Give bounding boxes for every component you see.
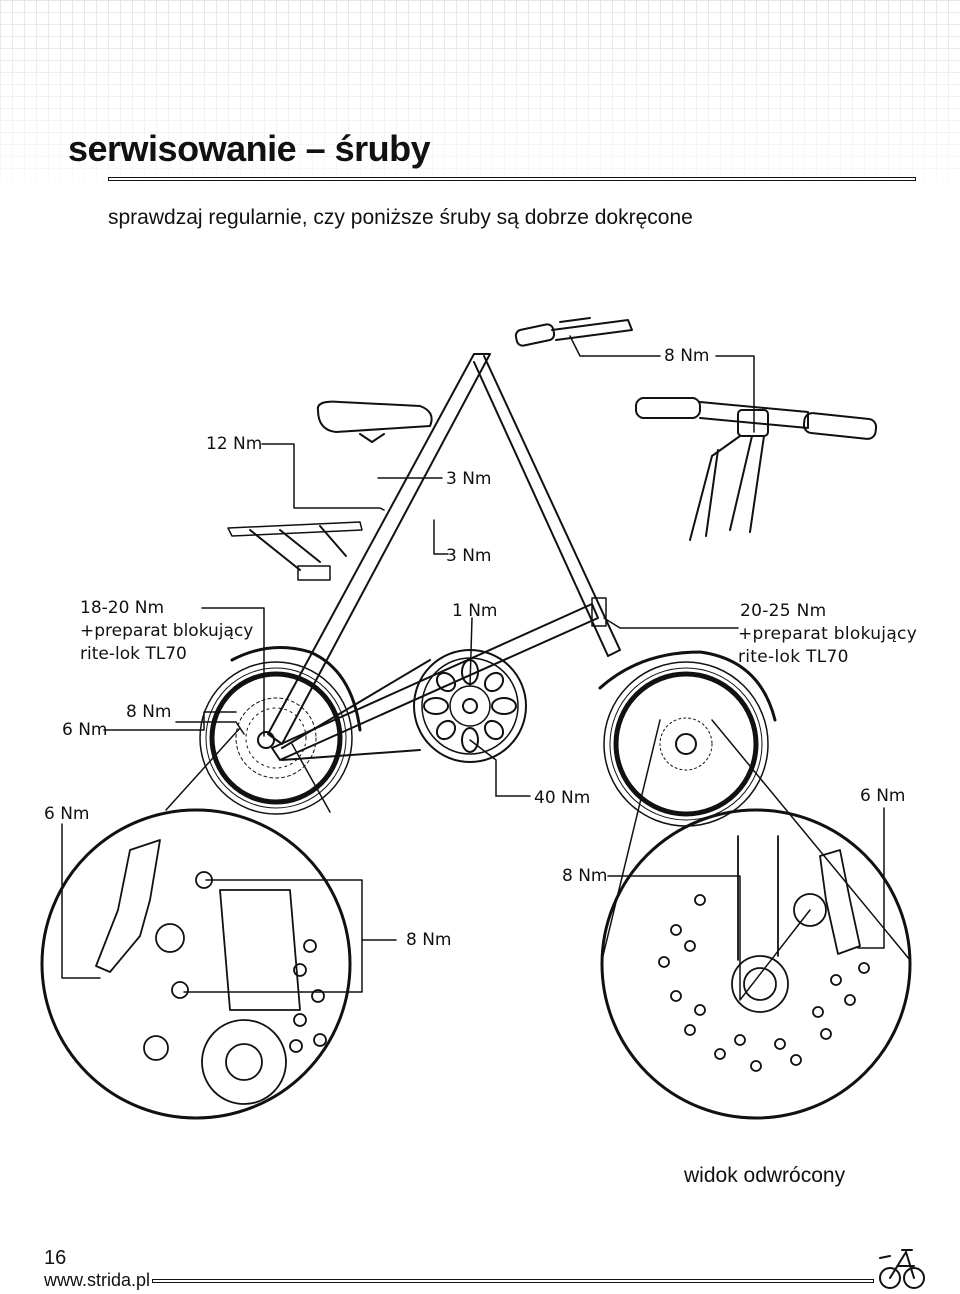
label-rear-zoom-8-torque: 8 Nm (406, 930, 452, 950)
header-grid-background (0, 0, 960, 180)
page-subtitle: sprawdzaj regularnie, czy poniższe śruby… (108, 206, 693, 229)
label-rear-brake-8-torque: 8 Nm (126, 702, 172, 722)
label-chain-guard-torque: 1 Nm (452, 601, 498, 621)
front-wheel (598, 650, 777, 827)
label-front-axle-product: rite-lok TL70 (738, 647, 849, 667)
front-zoom-parts (658, 835, 870, 1072)
label-front-axle-locking: +preparat blokujący (738, 624, 918, 644)
rear-brake-zoom (40, 808, 352, 1120)
label-rear-axle-product: rite-lok TL70 (80, 644, 187, 664)
label-rear-axle-torque: 18-20 Nm (80, 598, 165, 618)
label-seat-post-mid-torque: 3 Nm (446, 546, 492, 566)
label-rear-brake-small-torque: 6 Nm (62, 720, 108, 740)
label-rear-axle-locking: +preparat blokujący (80, 621, 254, 641)
label-seat-clamp-torque: 12 Nm (206, 434, 263, 454)
label-rear-zoom-6-torque: 6 Nm (44, 804, 90, 824)
handlebar-detail (635, 397, 878, 541)
title-divider (108, 177, 916, 181)
label-seat-post-top-torque: 3 Nm (446, 469, 492, 489)
page-number: 16 (44, 1247, 67, 1269)
label-front-zoom-6-torque: 6 Nm (860, 786, 906, 806)
label-front-zoom-8-torque: 8 Nm (562, 866, 608, 886)
label-crank-torque: 40 Nm (534, 788, 591, 808)
footer-divider (152, 1279, 874, 1283)
page-title: serwisowanie – śruby (68, 128, 431, 169)
rear-zoom-parts (95, 839, 327, 1105)
rear-wheel (199, 661, 353, 815)
seat-and-rack (227, 400, 433, 581)
front-brake-zoom (600, 808, 912, 1120)
rear-fender (230, 646, 362, 732)
website-link[interactable]: www.strida.pl (44, 1270, 151, 1290)
leader-lines (61, 335, 885, 1001)
label-handlebar-torque: 8 Nm (664, 346, 710, 366)
label-front-axle-torque: 20-25 Nm (740, 601, 827, 621)
reversed-view-caption: widok odwrócony (684, 1164, 846, 1187)
handlebar-on-bike (514, 317, 633, 347)
